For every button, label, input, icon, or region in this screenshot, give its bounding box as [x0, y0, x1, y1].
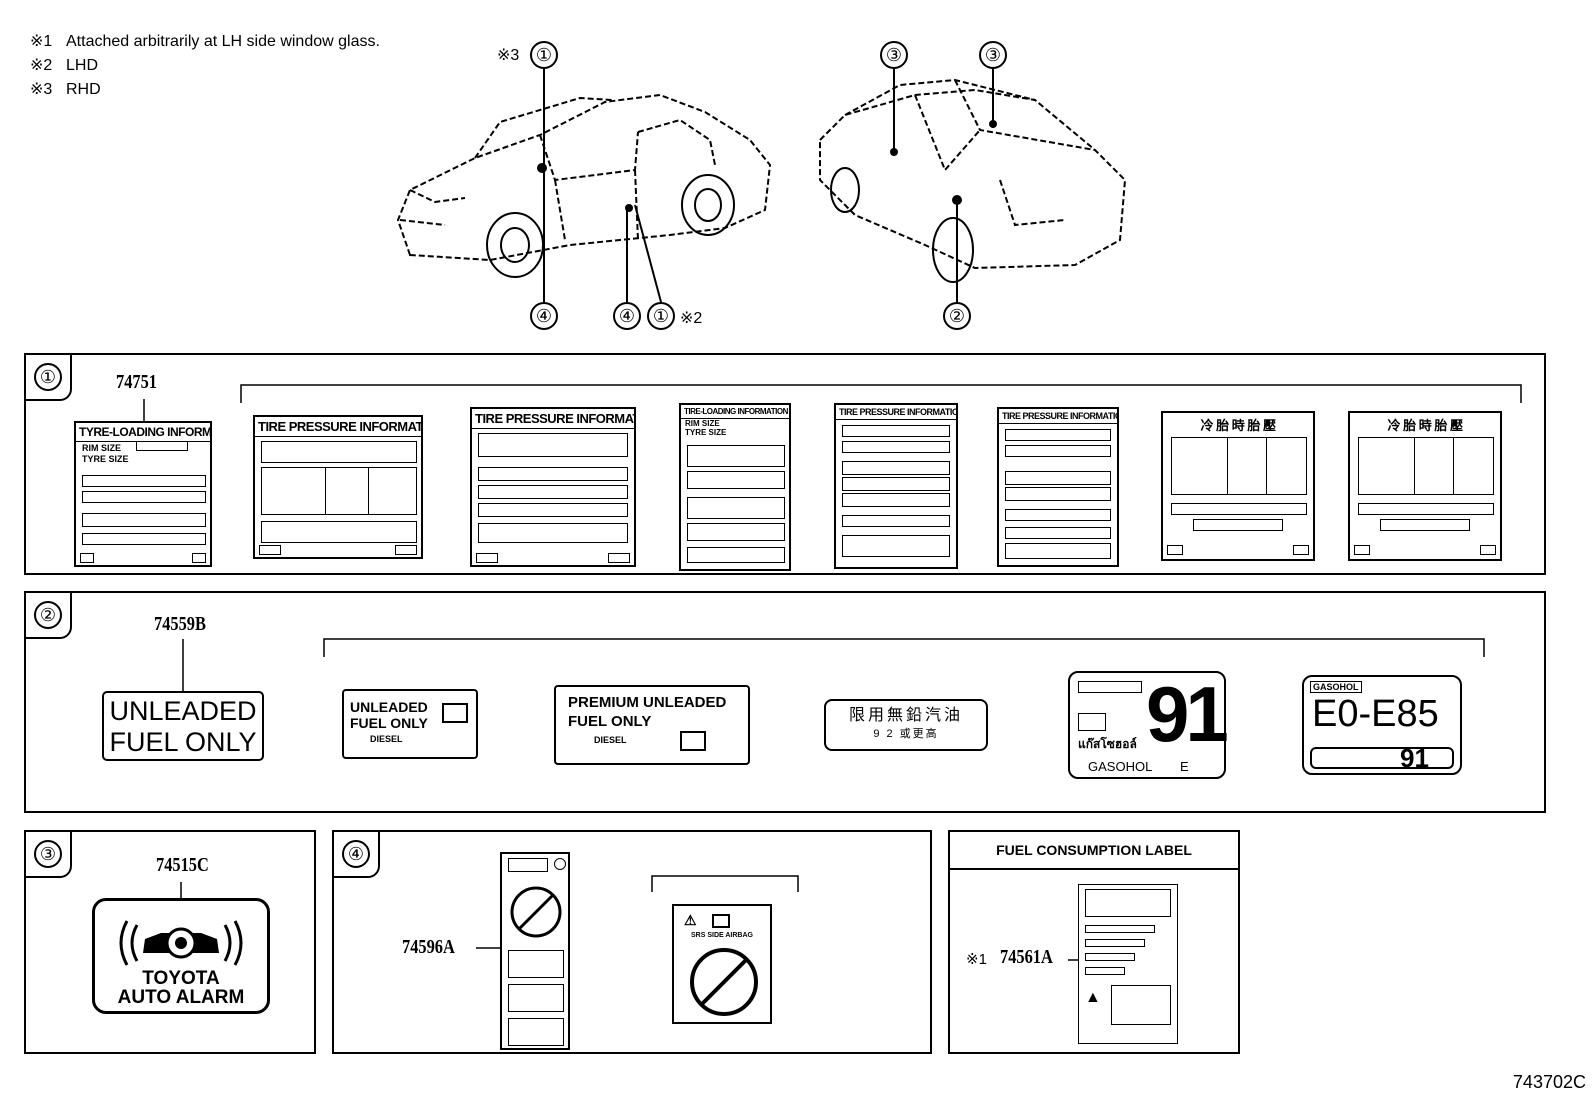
panel-2-leaders [182, 638, 1485, 691]
panel-2-fuel-labels: ② 74559B UNLEADED FUEL ONLY UNLEADED FUE… [24, 591, 1546, 813]
tire-label-3: TIRE PRESSURE INFORMATION [470, 407, 636, 567]
car-alarm-icon [119, 920, 243, 966]
panel-4-airbag: ④ 74596A ⚠ SRS SIDE AIRBAG [332, 830, 932, 1054]
unleaded-fuel-only-label: UNLEADED FUEL ONLY [102, 691, 264, 761]
tire-label-7: 冷 胎 時 胎 壓 [1161, 411, 1315, 561]
premium-unleaded-label: PREMIUM UNLEADED FUEL ONLY DIESEL [554, 685, 750, 765]
tire-label-8: 冷 胎 時 胎 壓 [1348, 411, 1502, 561]
callout-4-left: ④ [530, 302, 558, 330]
toyota-auto-alarm-label: TOYOTA AUTO ALARM [92, 898, 270, 1014]
rear-car-illustration [819, 68, 1127, 302]
tire-label-6: TIRE PRESSURE INFORMATION [997, 407, 1119, 567]
fuel-consumption-label: ▲ [1078, 884, 1178, 1044]
callout-3-left: ③ [880, 41, 908, 69]
panel-1-number: ① [34, 363, 62, 391]
panel-1-leaders [143, 384, 1522, 421]
tire-label-1: TYRE-LOADING INFORMATION RIM SIZE TYRE S… [74, 421, 212, 567]
callout-mark-rhd: ※3 [497, 47, 520, 64]
no-child-seat-icon-large [690, 948, 758, 1016]
tire-label-5: TIRE PRESSURE INFORMATION [834, 403, 958, 569]
fuel-consumption-title: FUEL CONSUMPTION LABEL [950, 832, 1238, 870]
panel-3-alarm: ③ 74515C TOYOTA AUTO ALARM [24, 830, 316, 1054]
callout-3-right: ③ [979, 41, 1007, 69]
unleaded-label-a: UNLEADED FUEL ONLY DIESEL [342, 689, 478, 759]
panel-5-part-number: 74561A [1000, 946, 1053, 968]
front-car-illustration [396, 55, 772, 303]
panel-5-fuel-consumption: FUEL CONSUMPTION LABEL ※1 74561A ▲ [948, 830, 1240, 1054]
srs-side-airbag-label: ⚠ SRS SIDE AIRBAG [672, 904, 772, 1024]
panel-3-part-number: 74515C [156, 854, 209, 876]
tire-label-4: TIRE-LOADING INFORMATION RIM SIZE TYRE S… [679, 403, 791, 571]
panel-4-number: ④ [342, 840, 370, 868]
panel-3-number: ③ [34, 840, 62, 868]
gasohol-91-label: 91 แก๊สโซฮอล์ GASOHOL E [1068, 670, 1229, 779]
panel-1-part-number: 74751 [116, 371, 157, 393]
tire-label-2: TIRE PRESSURE INFORMATION [253, 415, 423, 559]
callout-4-right: ④ [613, 302, 641, 330]
warning-triangle-icon: ▲ [1085, 989, 1101, 1006]
callout-mark-lhd: ※2 [680, 310, 703, 327]
airbag-label-tall [500, 852, 570, 1050]
figure-code: 743702C [1512, 1072, 1586, 1092]
chinese-unleaded-label: 限用無鉛汽油 9 2 或更高 [824, 699, 988, 751]
callout-2-bottom: ② [943, 302, 971, 330]
panel-2-number: ② [34, 601, 62, 629]
callout-1-bottom: ① [647, 302, 675, 330]
panel-2-part-number: 74559B [154, 613, 206, 635]
no-child-seat-icon [510, 886, 562, 938]
gasohol-e0-e85-label: GASOHOL E0-E85 91 [1302, 675, 1462, 775]
panel-4-part-number: 74596A [402, 936, 455, 958]
callout-1-top: ① [530, 41, 558, 69]
panel-5-mark: ※1 [966, 951, 987, 968]
panel-1-tire-labels: ① 74751 TYRE-LOADING INFORMATION RIM SIZ… [24, 353, 1546, 575]
